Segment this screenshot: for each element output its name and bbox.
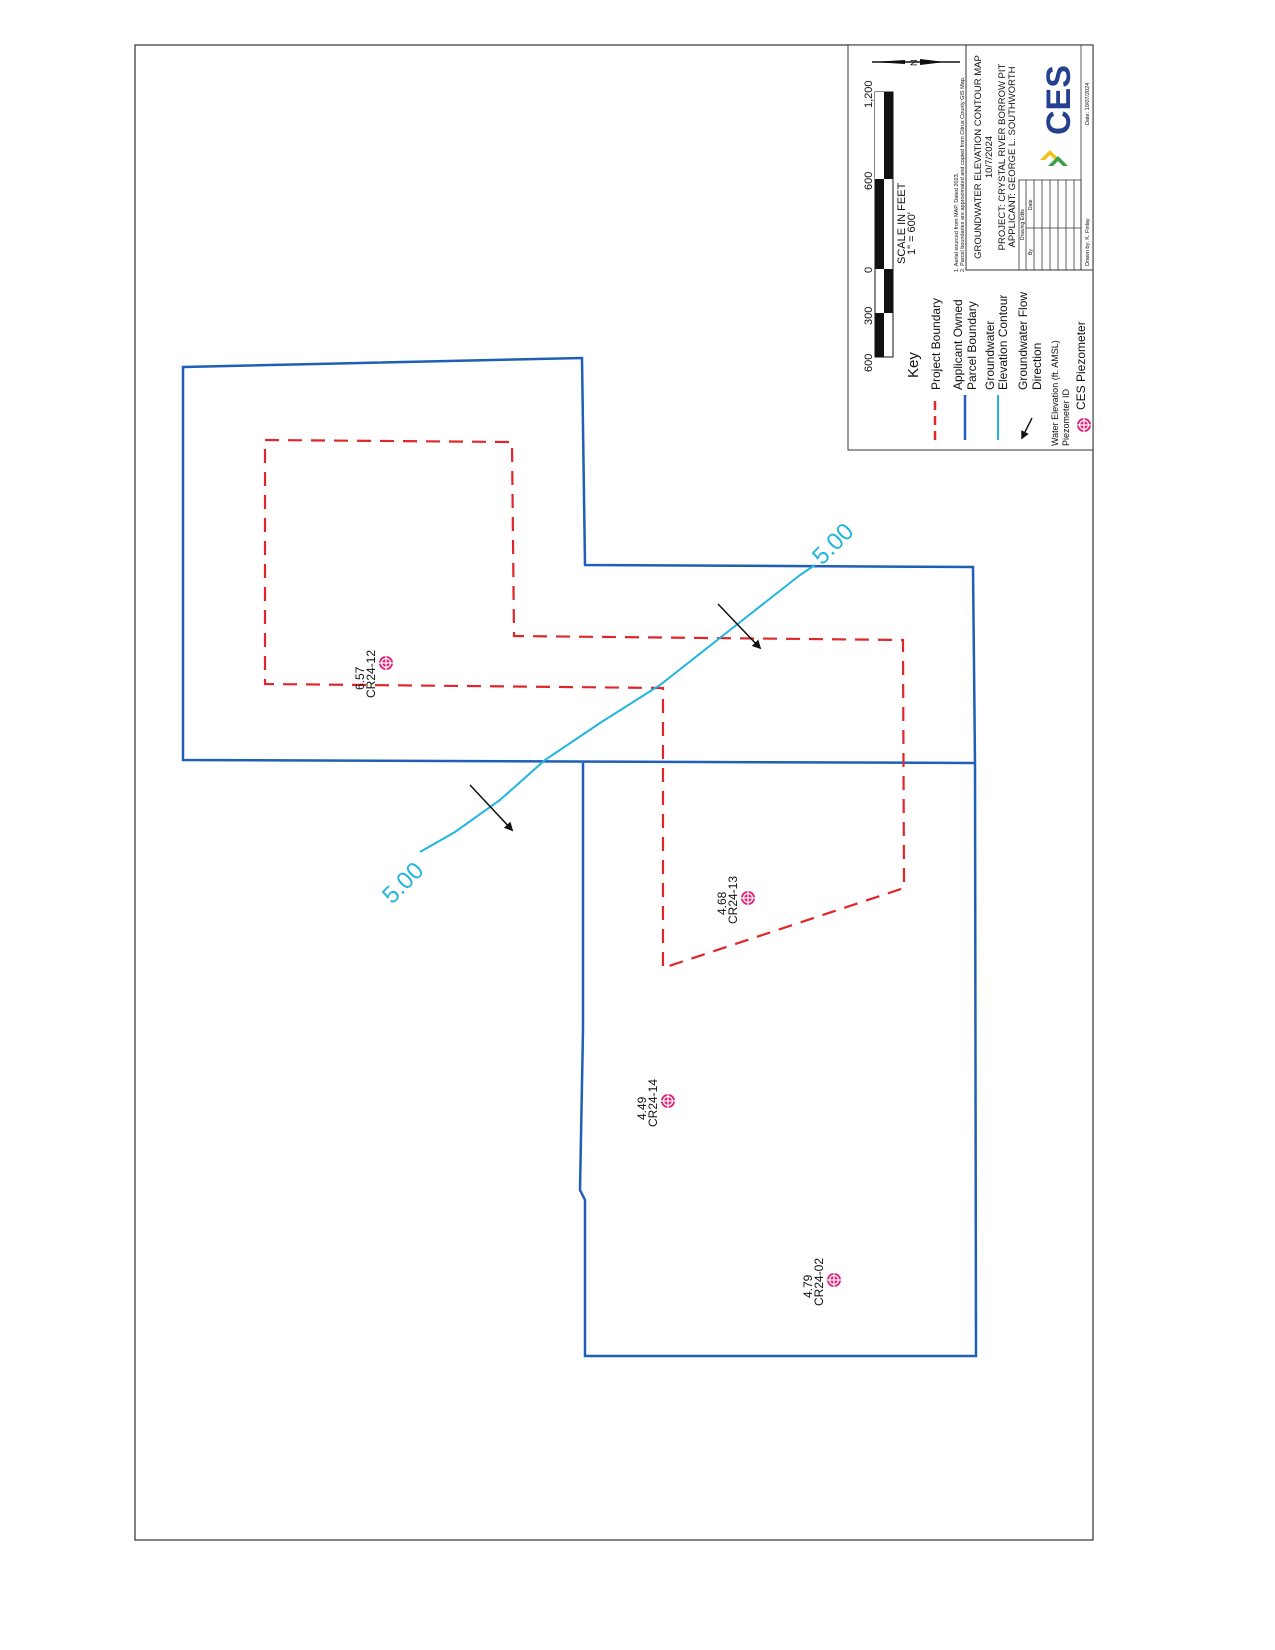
edits-col: Date — [1028, 199, 1034, 210]
flow-arrow-icon — [1021, 417, 1033, 440]
flow-arrow-icon — [469, 784, 514, 832]
legend-label: Groundwater — [983, 321, 997, 390]
edits-header: Drawing Edits — [1020, 209, 1026, 240]
scale-tick: 300 — [863, 307, 875, 325]
edits-col: By — [1028, 249, 1034, 255]
piezometer-icon — [378, 655, 394, 671]
drawing-edits-table — [1018, 45, 1082, 271]
map-date: 10/7/2024 — [984, 136, 995, 178]
legend-label: CES Piezometer — [1074, 321, 1088, 410]
contour-label: 5.00 — [377, 857, 429, 909]
piezometer-id: CR24-14 — [646, 1079, 660, 1127]
legend-label: Piezometer ID — [1061, 388, 1071, 446]
elevation-label: 4.68 — [715, 891, 729, 915]
logo-text: CES — [1040, 65, 1078, 135]
legend-label: Parcel Boundary — [965, 301, 979, 390]
piezometer-icon — [740, 890, 756, 906]
project-boundary — [263, 438, 906, 970]
drawn-by: Drawn by: K. Finlay — [1085, 218, 1091, 266]
contour-label: 5.00 — [807, 518, 859, 570]
piezometer: 4.68 CR24-13 — [715, 876, 756, 924]
legend-label: Project Boundary — [929, 298, 943, 390]
legend-label: Elevation Contour — [996, 295, 1010, 390]
scale-tick: 600 — [863, 172, 875, 190]
scale-title: SCALE IN FEET — [896, 182, 908, 264]
scale-tick: 600 — [863, 354, 875, 372]
sheet-border — [134, 44, 1094, 1541]
map-title: GROUNDWATER ELEVATION CONTOUR MAP — [973, 55, 984, 259]
legend-label: Applicant Owned — [951, 299, 965, 390]
piezometer: 4.79 CR24-02 — [801, 1258, 842, 1306]
note: 1. Aerial sourced from MAP, Dated 2023. — [954, 172, 960, 272]
north-label: N — [909, 60, 919, 67]
legend-label: Direction — [1030, 343, 1044, 390]
applicant-name: APPLICANT: GEORGE L. SOUTHWORTH — [1007, 66, 1018, 247]
piezometer-icon — [1076, 417, 1092, 433]
elevation-label: 4.79 — [801, 1274, 815, 1298]
sheet-date: Date: 10/07/2024 — [1085, 83, 1091, 125]
legend-label: Water Elevation (ft. AMSL) — [1050, 340, 1060, 446]
legend-label: Groundwater Flow — [1016, 292, 1030, 390]
piezometer-id: CR24-02 — [812, 1258, 826, 1306]
scale-tick: 1,200 — [863, 80, 875, 108]
scale-tick: 0 — [863, 267, 875, 273]
scale-ratio: 1" = 600' — [906, 212, 918, 255]
note: 2. Parcel boundaries are approximated an… — [960, 76, 966, 272]
scale-bar: 600 300 0 600 1,200 SCALE IN FEET 1" = 6… — [863, 80, 918, 372]
piezometer-id: CR24-12 — [364, 650, 378, 698]
elevation-label: 4.49 — [635, 1096, 649, 1120]
piezometer-icon — [826, 1272, 842, 1288]
piezometer: 6.57 CR24-12 — [353, 650, 394, 698]
contour-line — [419, 564, 816, 853]
north-arrow-icon: N — [872, 59, 960, 67]
legend-panel: N 600 300 0 600 1,200 SCALE IN FEET 1" =… — [847, 44, 1094, 451]
project-name: PROJECT: CRYSTAL RIVER BORROW PIT — [997, 63, 1008, 250]
legend-title: Key — [905, 352, 922, 378]
piezometer: 4.49 CR24-14 — [635, 1079, 676, 1127]
parcel-boundary — [181, 356, 978, 1358]
flow-arrow-icon — [717, 603, 762, 650]
piezometer-id: CR24-13 — [726, 876, 740, 924]
ces-logo: CES — [1040, 65, 1078, 166]
elevation-label: 6.57 — [353, 666, 367, 690]
piezometer-icon — [660, 1093, 676, 1109]
